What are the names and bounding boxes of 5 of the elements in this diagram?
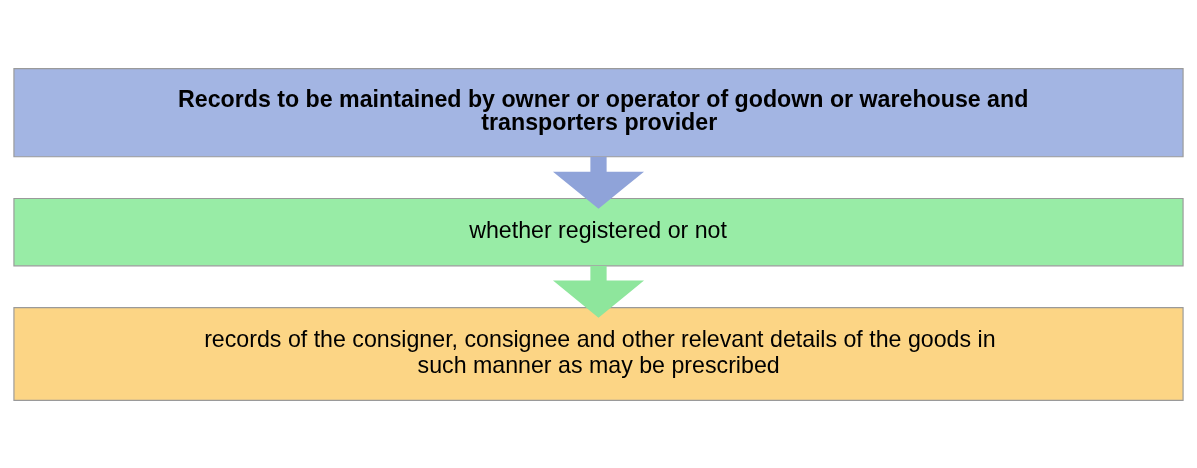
- node-box: whether registered or not: [13, 197, 1184, 266]
- node-box: Records to be maintained by owner or operator of godown or warehouse and transporters provider: [13, 67, 1184, 157]
- arrow: [553, 156, 644, 209]
- arrow: [553, 265, 644, 318]
- node-box: records of the consigner, consignee and other relevant details of the goods in such manner as may be prescribed: [13, 306, 1184, 401]
